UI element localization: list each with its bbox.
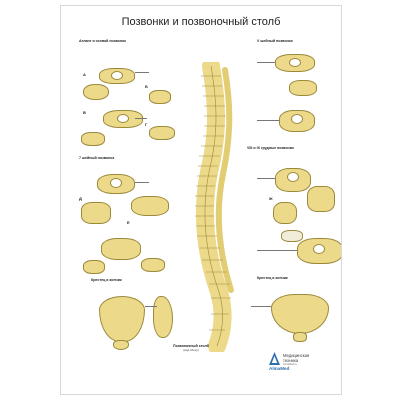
letter-label: Д: [79, 196, 82, 201]
thoracic-body-illustration: [273, 202, 297, 224]
label-leader: [135, 182, 149, 183]
c5-side-illustration: [289, 80, 317, 96]
atlas-side-illustration: [83, 84, 109, 100]
label-leader: [135, 72, 149, 73]
section-title-lumbar: Крестец и копчик: [257, 276, 288, 280]
spine-caption: Позвоночный столб (вид сбоку): [156, 344, 226, 352]
label-leader: [257, 120, 279, 121]
thoracic-side-illustration: [307, 186, 335, 212]
spine-caption-subtitle: (вид сбоку): [183, 348, 199, 352]
letter-label: Е: [127, 220, 130, 225]
letter-label: Ж: [269, 196, 273, 201]
spinal-column-illustration: [195, 62, 234, 352]
section-title-sacrum-coccyx: Крестец и копчик: [91, 278, 122, 282]
label-leader: [257, 250, 297, 251]
label-leader: [135, 118, 147, 119]
section-title-thoracic: VIII и IX грудные позвонки: [247, 146, 294, 150]
brand-tagline-2: техника: [283, 358, 299, 363]
section-title-cervical-c7: 7 шейный позвонок: [79, 156, 115, 160]
c7-small-illustration: [83, 260, 105, 274]
axis-front-illustration: [81, 132, 105, 146]
vertebral-foramen-illustration: [313, 244, 325, 254]
brand-logo-icon: [269, 352, 280, 365]
coccyx-illustration: [113, 340, 129, 350]
brand-name: AlmaMed: [269, 366, 290, 371]
vertebral-foramen-illustration: [110, 178, 122, 188]
spine-caption-title: Позвоночный столб: [173, 344, 209, 348]
c7-small-illustration: [141, 258, 165, 272]
spine-outline: [204, 65, 223, 347]
section-title-atlas-axis: Атлант и осевой позвонок: [79, 39, 127, 43]
sacrum-posterior-illustration: [271, 294, 329, 334]
vertebral-foramen-illustration: [291, 114, 303, 124]
letter-label: В: [83, 110, 86, 115]
brand-logo: AlmaMed Медицинская техника AlmaMed.ru: [269, 352, 329, 372]
section-title-cervical-c5: V шейный позвонок: [257, 39, 293, 43]
anatomy-poster: Позвонки и позвоночный столб Атлант и ос…: [60, 5, 342, 395]
label-leader: [251, 306, 271, 307]
spinous-processes-shape: [215, 67, 234, 293]
vertebral-foramen-illustration: [289, 58, 301, 67]
vertebral-foramen-illustration: [111, 71, 123, 80]
letter-label: А: [83, 72, 86, 77]
sacrum-front-illustration: [99, 296, 145, 342]
vertebral-foramen-illustration: [287, 172, 299, 182]
axis-side-illustration: [149, 90, 171, 104]
poster-title: Позвонки и позвоночный столб: [121, 16, 281, 28]
c7-side-illustration: [81, 202, 111, 224]
label-leader: [257, 62, 275, 63]
brand-website: AlmaMed.ru: [283, 363, 297, 366]
vertebra-segment-lines: [195, 75, 231, 331]
axis-back-illustration: [149, 126, 175, 140]
vertebral-foramen-illustration: [117, 114, 129, 123]
c7-oblique-illustration: [131, 196, 169, 216]
letter-label: Г: [145, 122, 148, 127]
label-leader: [257, 178, 275, 179]
c7-posterior-illustration: [101, 238, 141, 260]
intervertebral-disc-illustration: [281, 230, 303, 242]
letter-label: Б: [145, 84, 148, 89]
brand-tagline-1: Медицинская: [283, 353, 310, 358]
sacrum-side-illustration: [153, 296, 173, 338]
label-leader: [145, 306, 157, 307]
coccyx-posterior-illustration: [293, 332, 307, 342]
